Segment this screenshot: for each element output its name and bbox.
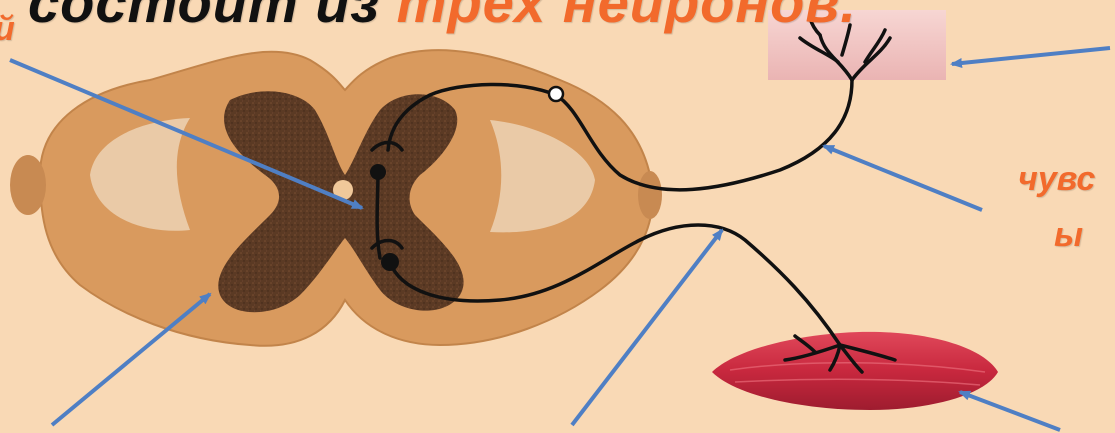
interneuron-cell-body (370, 164, 386, 180)
title-accent: трех нейронов. (397, 0, 857, 34)
arrow-to-sensory-neuron (824, 146, 982, 210)
spinal-nerve-root-right (638, 171, 662, 219)
title-prefix: состоит из (28, 0, 397, 34)
slide-title: состоит из трех нейронов. (28, 0, 857, 35)
arrow-to-muscle (960, 392, 1060, 430)
label-left-fragment: й (0, 10, 15, 49)
motor-neuron-cell-body (381, 253, 399, 271)
spinal-nerve-root-left (10, 155, 46, 215)
arrow-to-skin (952, 48, 1110, 64)
sensory-neuron-cell-body (549, 87, 563, 101)
muscle (712, 332, 998, 410)
label-right-fragment-2: ы (1054, 216, 1083, 255)
label-right-fragment-1: чувс (1018, 160, 1095, 199)
